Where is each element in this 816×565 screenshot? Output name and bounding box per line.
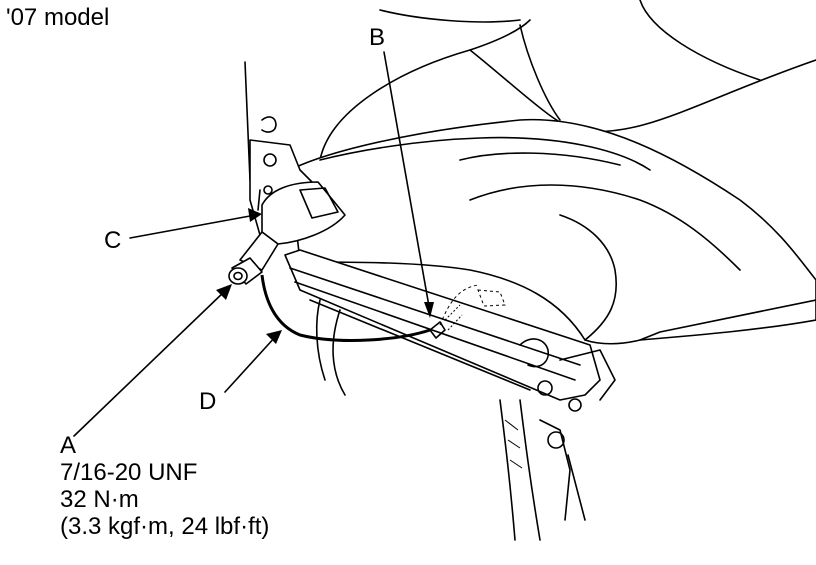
torque-value: 32 N·m	[60, 486, 139, 513]
leader-c	[129, 215, 251, 239]
leader-b	[383, 51, 431, 313]
harness-d	[260, 274, 446, 342]
callout-d: D	[199, 388, 217, 415]
leader-a	[73, 289, 227, 437]
callout-c: C	[104, 227, 122, 254]
seat-cushion	[289, 118, 816, 345]
arrow-b	[424, 302, 434, 318]
connector-b	[439, 284, 506, 331]
arrow-a	[216, 284, 232, 300]
callout-a: A	[60, 432, 77, 459]
arrow-c	[248, 208, 262, 222]
thread-spec: 7/16-20 UNF	[60, 459, 198, 486]
leader-lines	[73, 51, 434, 437]
callout-b: B	[369, 24, 386, 51]
callout-a-spec: A 7/16-20 UNF 32 N·m (3.3 kgf·m, 24 lbf·…	[60, 432, 269, 540]
torque-alt-units: (3.3 kgf·m, 24 lbf·ft)	[60, 513, 270, 540]
anchor-bolt-a	[228, 257, 263, 285]
seat-back	[319, 0, 816, 161]
arrow-d	[266, 330, 282, 344]
model-label: '07 model	[6, 4, 110, 31]
seat-lower-frame	[315, 299, 586, 541]
leader-d	[224, 335, 277, 393]
